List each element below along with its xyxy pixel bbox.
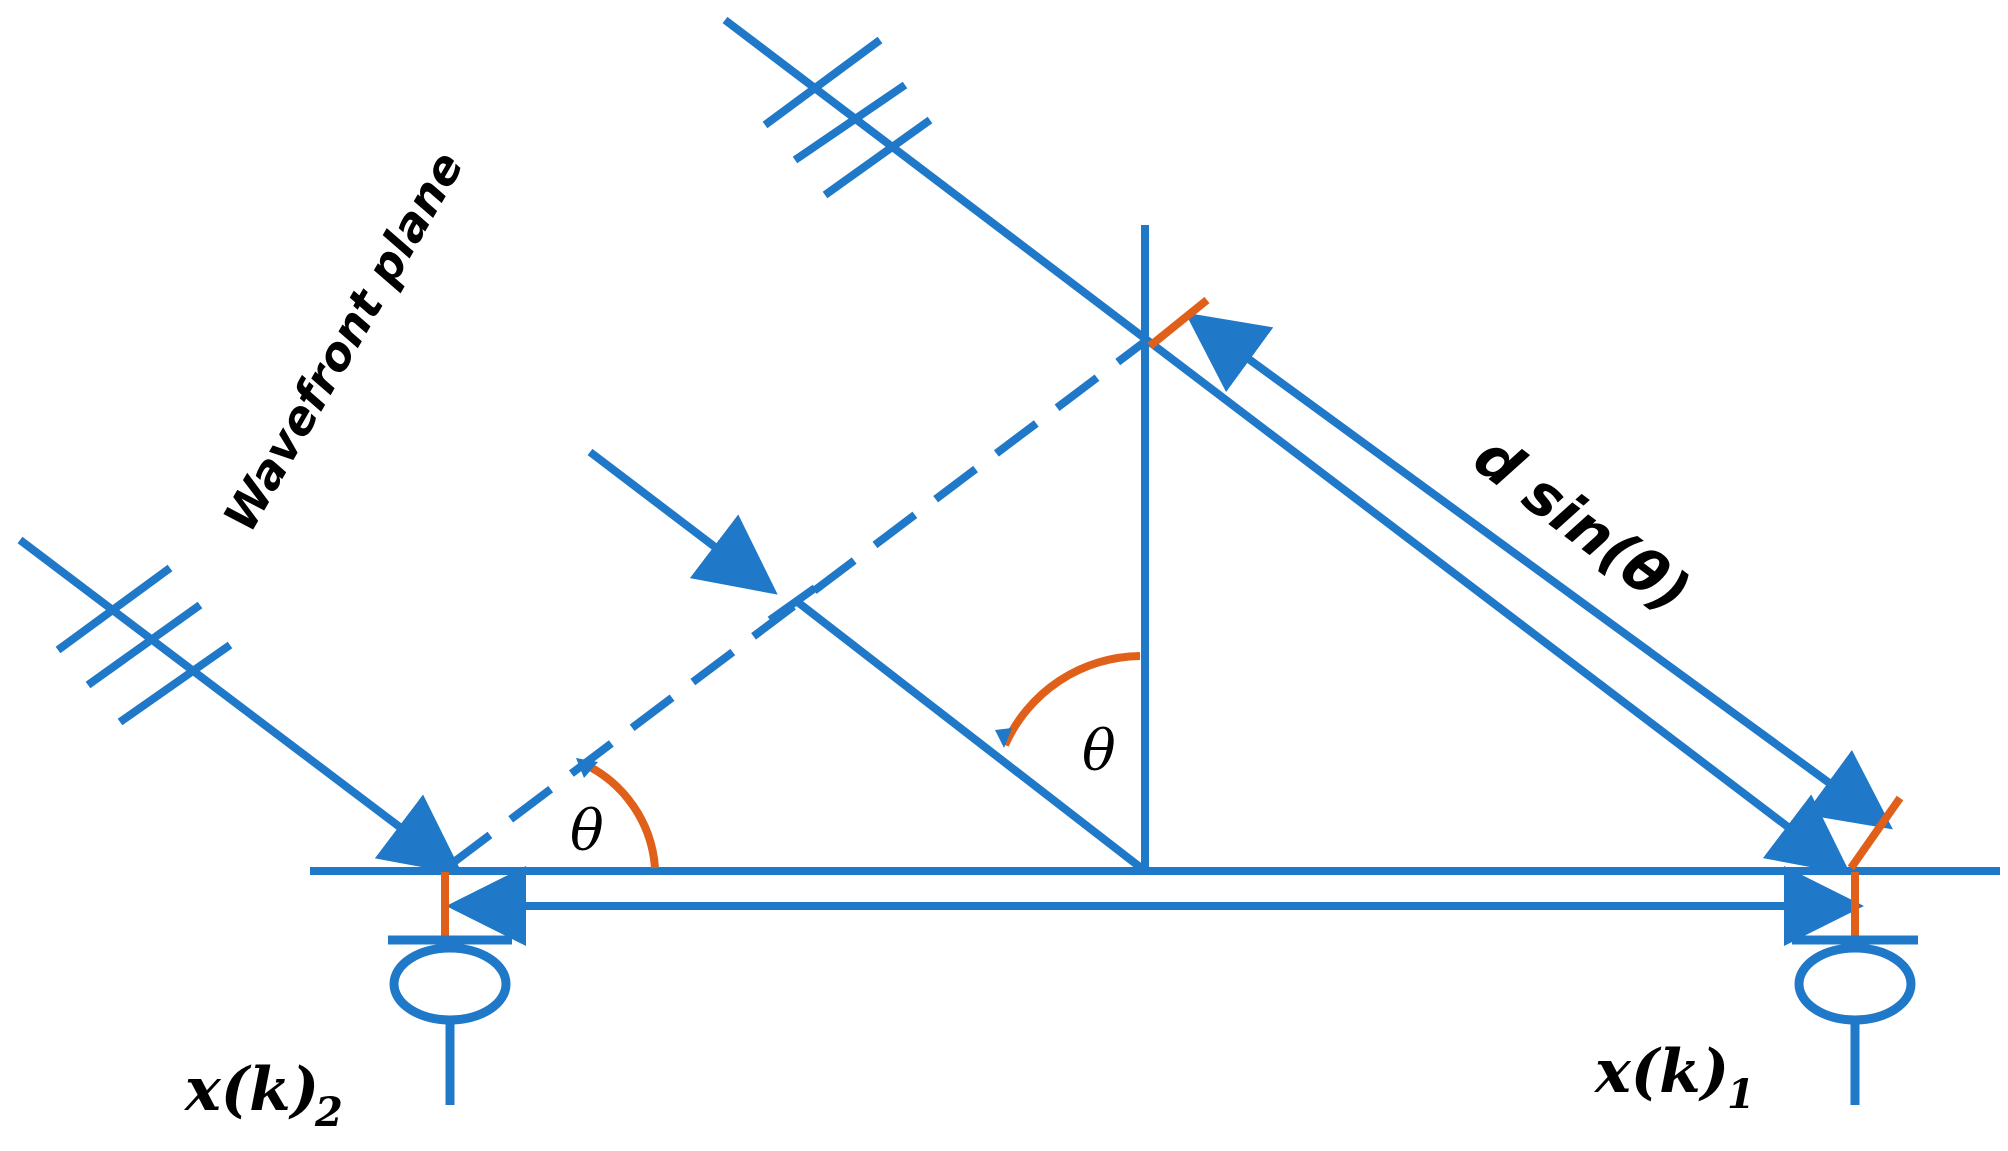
wavefront-plane-label: Wavefront plane bbox=[213, 142, 474, 540]
theta-label-center: θ bbox=[1082, 719, 1116, 784]
wavefront-ticks-upper bbox=[762, 36, 933, 199]
arc-center-arrowhead bbox=[995, 728, 1012, 748]
sensor2-label: x(k) 2 bbox=[183, 1055, 343, 1136]
antenna-sensor-icon bbox=[1792, 935, 1918, 1105]
orange-marker-right bbox=[1847, 795, 1904, 871]
arc-left-arrowhead bbox=[576, 758, 598, 778]
mid-ray bbox=[792, 596, 1148, 875]
svg-text:x(k): x(k) bbox=[1593, 1037, 1729, 1107]
orange-marker-top bbox=[1147, 296, 1210, 350]
path-difference-arrow bbox=[1185, 312, 1893, 830]
incident-ray-upper bbox=[722, 16, 1150, 344]
wavefront-plane-line bbox=[447, 336, 1150, 869]
antenna-sensor-icon bbox=[388, 935, 512, 1105]
sensor1-label: x(k) 1 bbox=[1593, 1037, 1755, 1118]
angle-arc-left bbox=[580, 759, 659, 869]
angle-arc-center bbox=[1001, 652, 1141, 747]
svg-text:1: 1 bbox=[1727, 1071, 1755, 1118]
svg-text:x(k): x(k) bbox=[183, 1055, 319, 1125]
incident-ray-lower bbox=[17, 536, 463, 875]
svg-text:2: 2 bbox=[314, 1089, 343, 1136]
mid-tick bbox=[767, 584, 818, 624]
wavefront-ticks-lower bbox=[55, 564, 233, 726]
path-difference-label: d sin(θ) bbox=[1462, 422, 1703, 627]
mid-direction-arrow bbox=[587, 448, 778, 595]
theta-label-left: θ bbox=[570, 799, 604, 864]
incident-ray-upper-extension bbox=[1144, 336, 1851, 875]
